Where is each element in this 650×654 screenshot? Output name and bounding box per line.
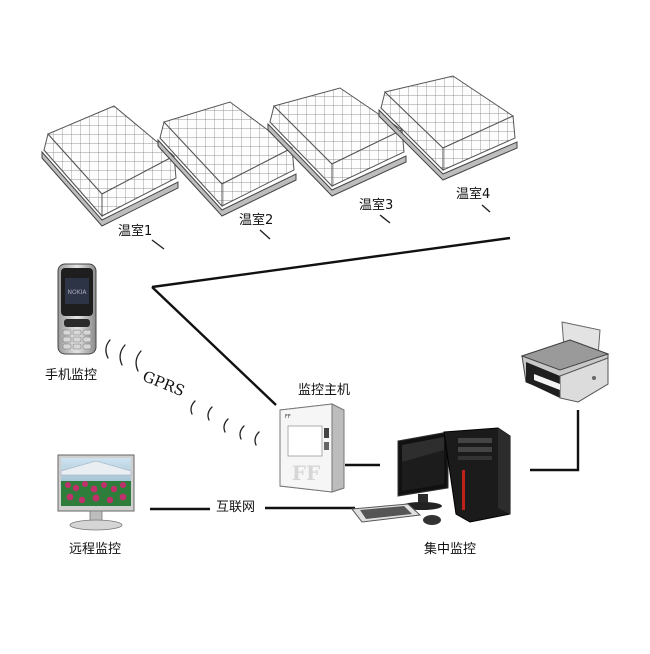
- remote-monitor-icon: [57, 454, 135, 531]
- gprs-signal-arcs: [105, 339, 260, 446]
- svg-text:NOKIA: NOKIA: [67, 289, 87, 296]
- greenhouse-1-icon: [41, 105, 179, 227]
- svg-text:FF: FF: [285, 414, 291, 420]
- label-mobile: 手机监控: [45, 368, 98, 383]
- label-greenhouse3: 温室3: [359, 198, 394, 213]
- label-central: 集中监控: [424, 542, 477, 557]
- label-greenhouse1: 温室1: [118, 224, 153, 239]
- label-host: 监控主机: [298, 383, 351, 398]
- leader-greenhouse4: [481, 204, 491, 213]
- host-panel-logo: FF: [292, 461, 320, 485]
- monitoring-host-icon: FF FF: [279, 403, 345, 493]
- mobile-phone-icon: NOKIA: [57, 263, 97, 355]
- greenhouse-3-icon: [267, 87, 407, 197]
- label-greenhouse4: 温室4: [456, 187, 491, 202]
- leader-greenhouse2: [259, 229, 271, 240]
- greenhouse-2-icon: [157, 101, 297, 217]
- bus-to-host-line: [151, 286, 277, 406]
- greenhouse-bus-line: [151, 236, 511, 289]
- central-to-printer-line: [530, 410, 580, 472]
- leader-greenhouse3: [379, 214, 391, 224]
- label-remote: 远程监控: [69, 542, 122, 557]
- greenhouse-4-icon: [378, 75, 518, 181]
- label-greenhouse2: 温室2: [239, 213, 274, 228]
- label-internet: 互联网: [216, 500, 256, 515]
- leader-greenhouse1: [151, 239, 165, 250]
- label-leaders: [151, 204, 491, 250]
- central-computer-icon: [351, 427, 511, 525]
- connection-lines: [150, 236, 580, 511]
- printer-icon: [520, 321, 610, 403]
